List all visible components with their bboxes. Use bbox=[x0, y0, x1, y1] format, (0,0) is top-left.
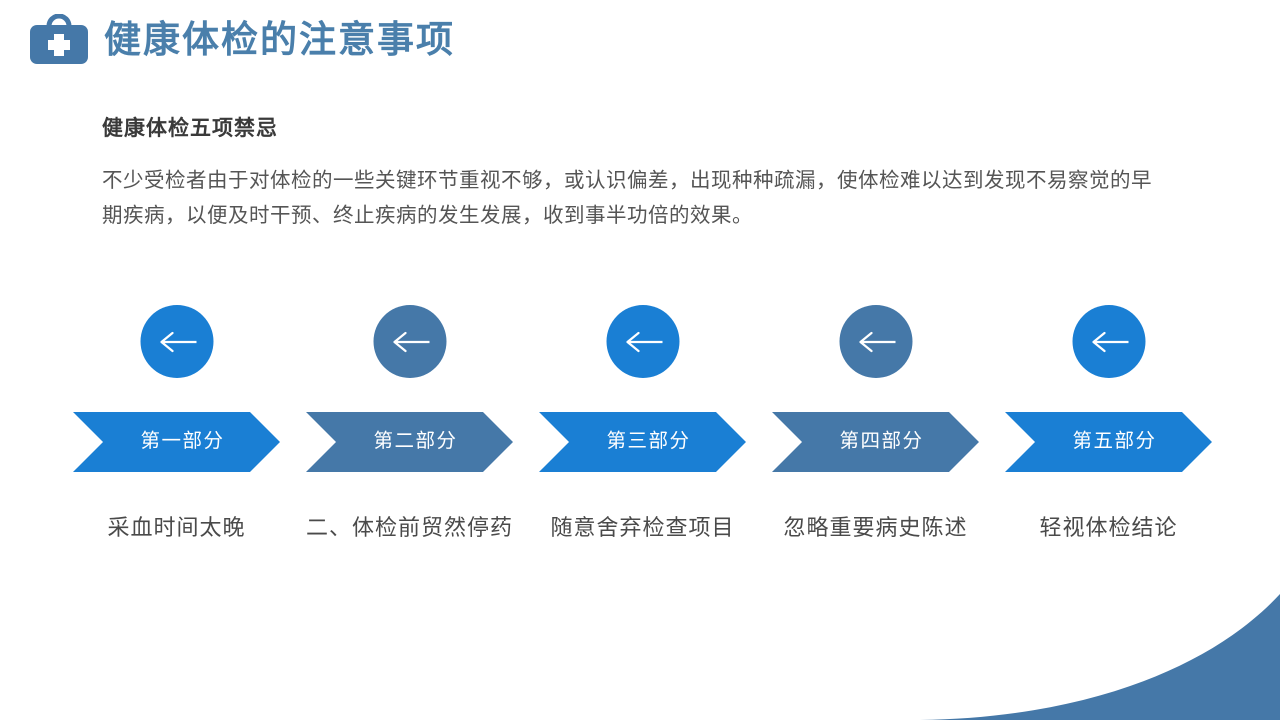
process-step-4[interactable]: 第四部分 忽略重要病史陈述 bbox=[759, 300, 992, 570]
step-chevron-label-2: 第二部分 bbox=[373, 431, 458, 453]
process-step-5[interactable]: 第五部分 轻视体检结论 bbox=[992, 300, 1225, 570]
step-chevron-4[interactable]: 第四部分 bbox=[772, 412, 979, 472]
process-diagram: 第一部分 采血时间太晚 第二部分 二、体检前贸然停药 bbox=[60, 300, 1225, 570]
process-step-3[interactable]: 第三部分 随意舍弃检查项目 bbox=[526, 300, 759, 570]
step-chevron-label-4: 第四部分 bbox=[839, 431, 924, 453]
process-step-2[interactable]: 第二部分 二、体检前贸然停药 bbox=[293, 300, 526, 570]
step-circle-5[interactable] bbox=[1072, 305, 1145, 378]
step-chevron-label-5: 第五部分 bbox=[1072, 431, 1157, 453]
section-heading: 健康体检五项禁忌 bbox=[102, 117, 278, 140]
step-circle-1[interactable] bbox=[140, 305, 213, 378]
step-chevron-5[interactable]: 第五部分 bbox=[1005, 412, 1212, 472]
step-chevron-label-1: 第一部分 bbox=[140, 431, 225, 453]
arrow-left-icon bbox=[157, 331, 197, 353]
arrow-left-icon bbox=[390, 331, 430, 353]
step-chevron-label-3: 第三部分 bbox=[606, 431, 691, 453]
step-caption-4: 忽略重要病史陈述 bbox=[783, 515, 968, 540]
process-step-1[interactable]: 第一部分 采血时间太晚 bbox=[60, 300, 293, 570]
arrow-left-icon bbox=[623, 331, 663, 353]
step-chevron-2[interactable]: 第二部分 bbox=[306, 412, 513, 472]
step-caption-2: 二、体检前贸然停药 bbox=[305, 515, 513, 540]
section-paragraph: 不少受检者由于对体检的一些关键环节重视不够，或认识偏差，出现种种疏漏，使体检难以… bbox=[102, 170, 1152, 228]
corner-swoosh-decoration bbox=[920, 594, 1280, 720]
step-chevron-1[interactable]: 第一部分 bbox=[73, 412, 280, 472]
slide-header: 健康体检的注意事项 bbox=[28, 14, 455, 66]
step-caption-5: 轻视体检结论 bbox=[1039, 515, 1178, 540]
step-circle-2[interactable] bbox=[373, 305, 446, 378]
arrow-left-icon bbox=[1089, 331, 1129, 353]
step-chevron-3[interactable]: 第三部分 bbox=[539, 412, 746, 472]
page-title: 健康体检的注意事项 bbox=[104, 19, 455, 61]
step-caption-1: 采血时间太晚 bbox=[107, 515, 246, 540]
content-block: 健康体检五项禁忌 不少受检者由于对体检的一些关键环节重视不够，或认识偏差，出现种… bbox=[102, 112, 1162, 235]
step-circle-3[interactable] bbox=[606, 305, 679, 378]
step-caption-3: 随意舍弃检查项目 bbox=[550, 515, 735, 540]
arrow-left-icon bbox=[856, 331, 896, 353]
step-circle-4[interactable] bbox=[839, 305, 912, 378]
medical-bag-icon bbox=[28, 14, 90, 66]
